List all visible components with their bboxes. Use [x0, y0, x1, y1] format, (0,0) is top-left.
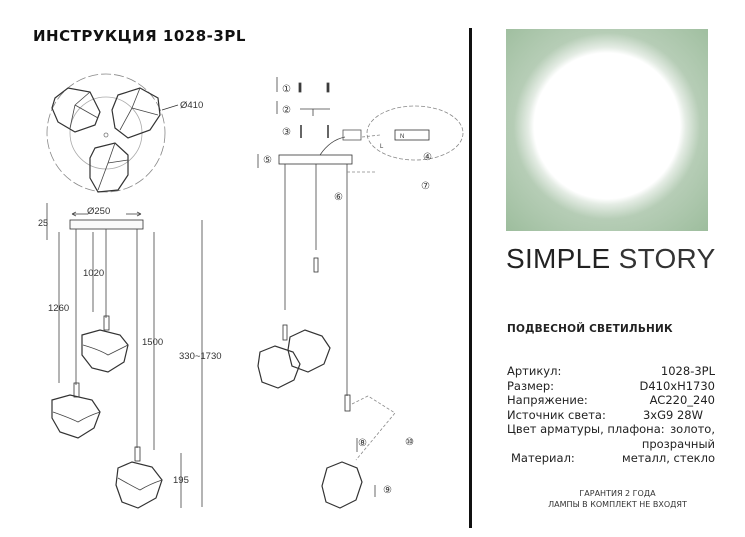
warranty-line: ГАРАНТИЯ 2 ГОДА [579, 489, 656, 498]
technical-drawing: Ø410 Ø250 25 1020 1260 1500 330~1730 195 [38, 73, 464, 509]
spec-value: D410xH1730 [639, 378, 715, 393]
wiring-l-label: L [380, 144, 384, 150]
dim-1500: 1500 [142, 337, 163, 348]
dim-195: 195 [173, 475, 189, 486]
spec-label: Материал: [511, 451, 575, 465]
step-6-marker: ⑥ [334, 192, 343, 203]
assembly-step-markers: ① ② ③ ④ ⑤ ⑥ ⑦ ⑧ ⑨ ⑩ N L [263, 84, 432, 496]
spec-label: Напряжение: [507, 393, 588, 407]
spec-value: 1028-3PL [660, 364, 715, 378]
assembly-view [257, 77, 464, 509]
canopy-diameter-label: Ø250 [87, 206, 110, 217]
spec-row: Артикул: 1028-3PL [507, 364, 715, 379]
spec-label: Размер: [507, 378, 555, 393]
spec-row: Напряжение: AC220_240 [507, 393, 715, 408]
spec-row: Материал: металл, стекло [507, 451, 715, 466]
spec-value: 3xG9 28W [642, 407, 703, 422]
step-10-marker: ⑩ [405, 437, 414, 448]
spec-label: Артикул: [507, 364, 562, 378]
spec-label: Цвет арматуры, плафона: [507, 422, 665, 436]
spec-value: металл, стекло [622, 451, 715, 465]
spec-row: Размер: D410xH1730 [507, 379, 715, 394]
spec-row: прозрачный [507, 437, 715, 452]
step-3-marker: ③ [282, 127, 291, 138]
page-title: ИНСТРУКЦИЯ 1028-3PL [33, 27, 246, 45]
product-type: ПОДВЕСНОЙ СВЕТИЛЬНИК [507, 323, 673, 335]
dim-1020: 1020 [83, 268, 104, 279]
warranty-note: ГАРАНТИЯ 2 ГОДА ЛАМПЫ В КОМПЛЕКТ НЕ ВХОД… [510, 488, 725, 510]
vertical-divider [469, 28, 472, 528]
brand-name-part2: STORY [618, 243, 716, 274]
brand-logo: SIMPLE STORY [506, 243, 716, 275]
spec-value: AC220_240 [649, 393, 715, 407]
top-diameter-label: Ø410 [180, 100, 203, 111]
dim-1260: 1260 [48, 303, 69, 314]
spec-label: Источник света: [507, 407, 606, 422]
top-view [46, 73, 179, 193]
step-8-marker: ⑧ [358, 438, 367, 449]
step-7-marker: ⑦ [421, 181, 430, 192]
lamps-not-included-line: ЛАМПЫ В КОМПЛЕКТ НЕ ВХОДЯТ [548, 500, 687, 509]
step-1-marker: ① [282, 84, 291, 95]
step-9-marker: ⑨ [383, 485, 392, 496]
canopy-height-label: 25 [38, 218, 48, 228]
step-4-marker: ④ [423, 152, 432, 163]
spec-value: прозрачный [641, 436, 715, 451]
spec-row: Цвет арматуры, плафона: золото, [507, 422, 715, 437]
spec-row: Источник света: 3xG9 28W [507, 408, 715, 423]
wiring-n-label: N [400, 134, 404, 140]
dim-330-1730: 330~1730 [179, 351, 222, 362]
specs-table: Артикул: 1028-3PL Размер: D410xH1730 Напря… [507, 364, 715, 466]
step-5-marker: ⑤ [263, 155, 272, 166]
spec-value: золото, [670, 422, 715, 436]
brand-name-part1: SIMPLE [506, 243, 611, 274]
product-hero-image [506, 29, 708, 231]
side-view [46, 203, 203, 509]
step-2-marker: ② [282, 105, 291, 116]
